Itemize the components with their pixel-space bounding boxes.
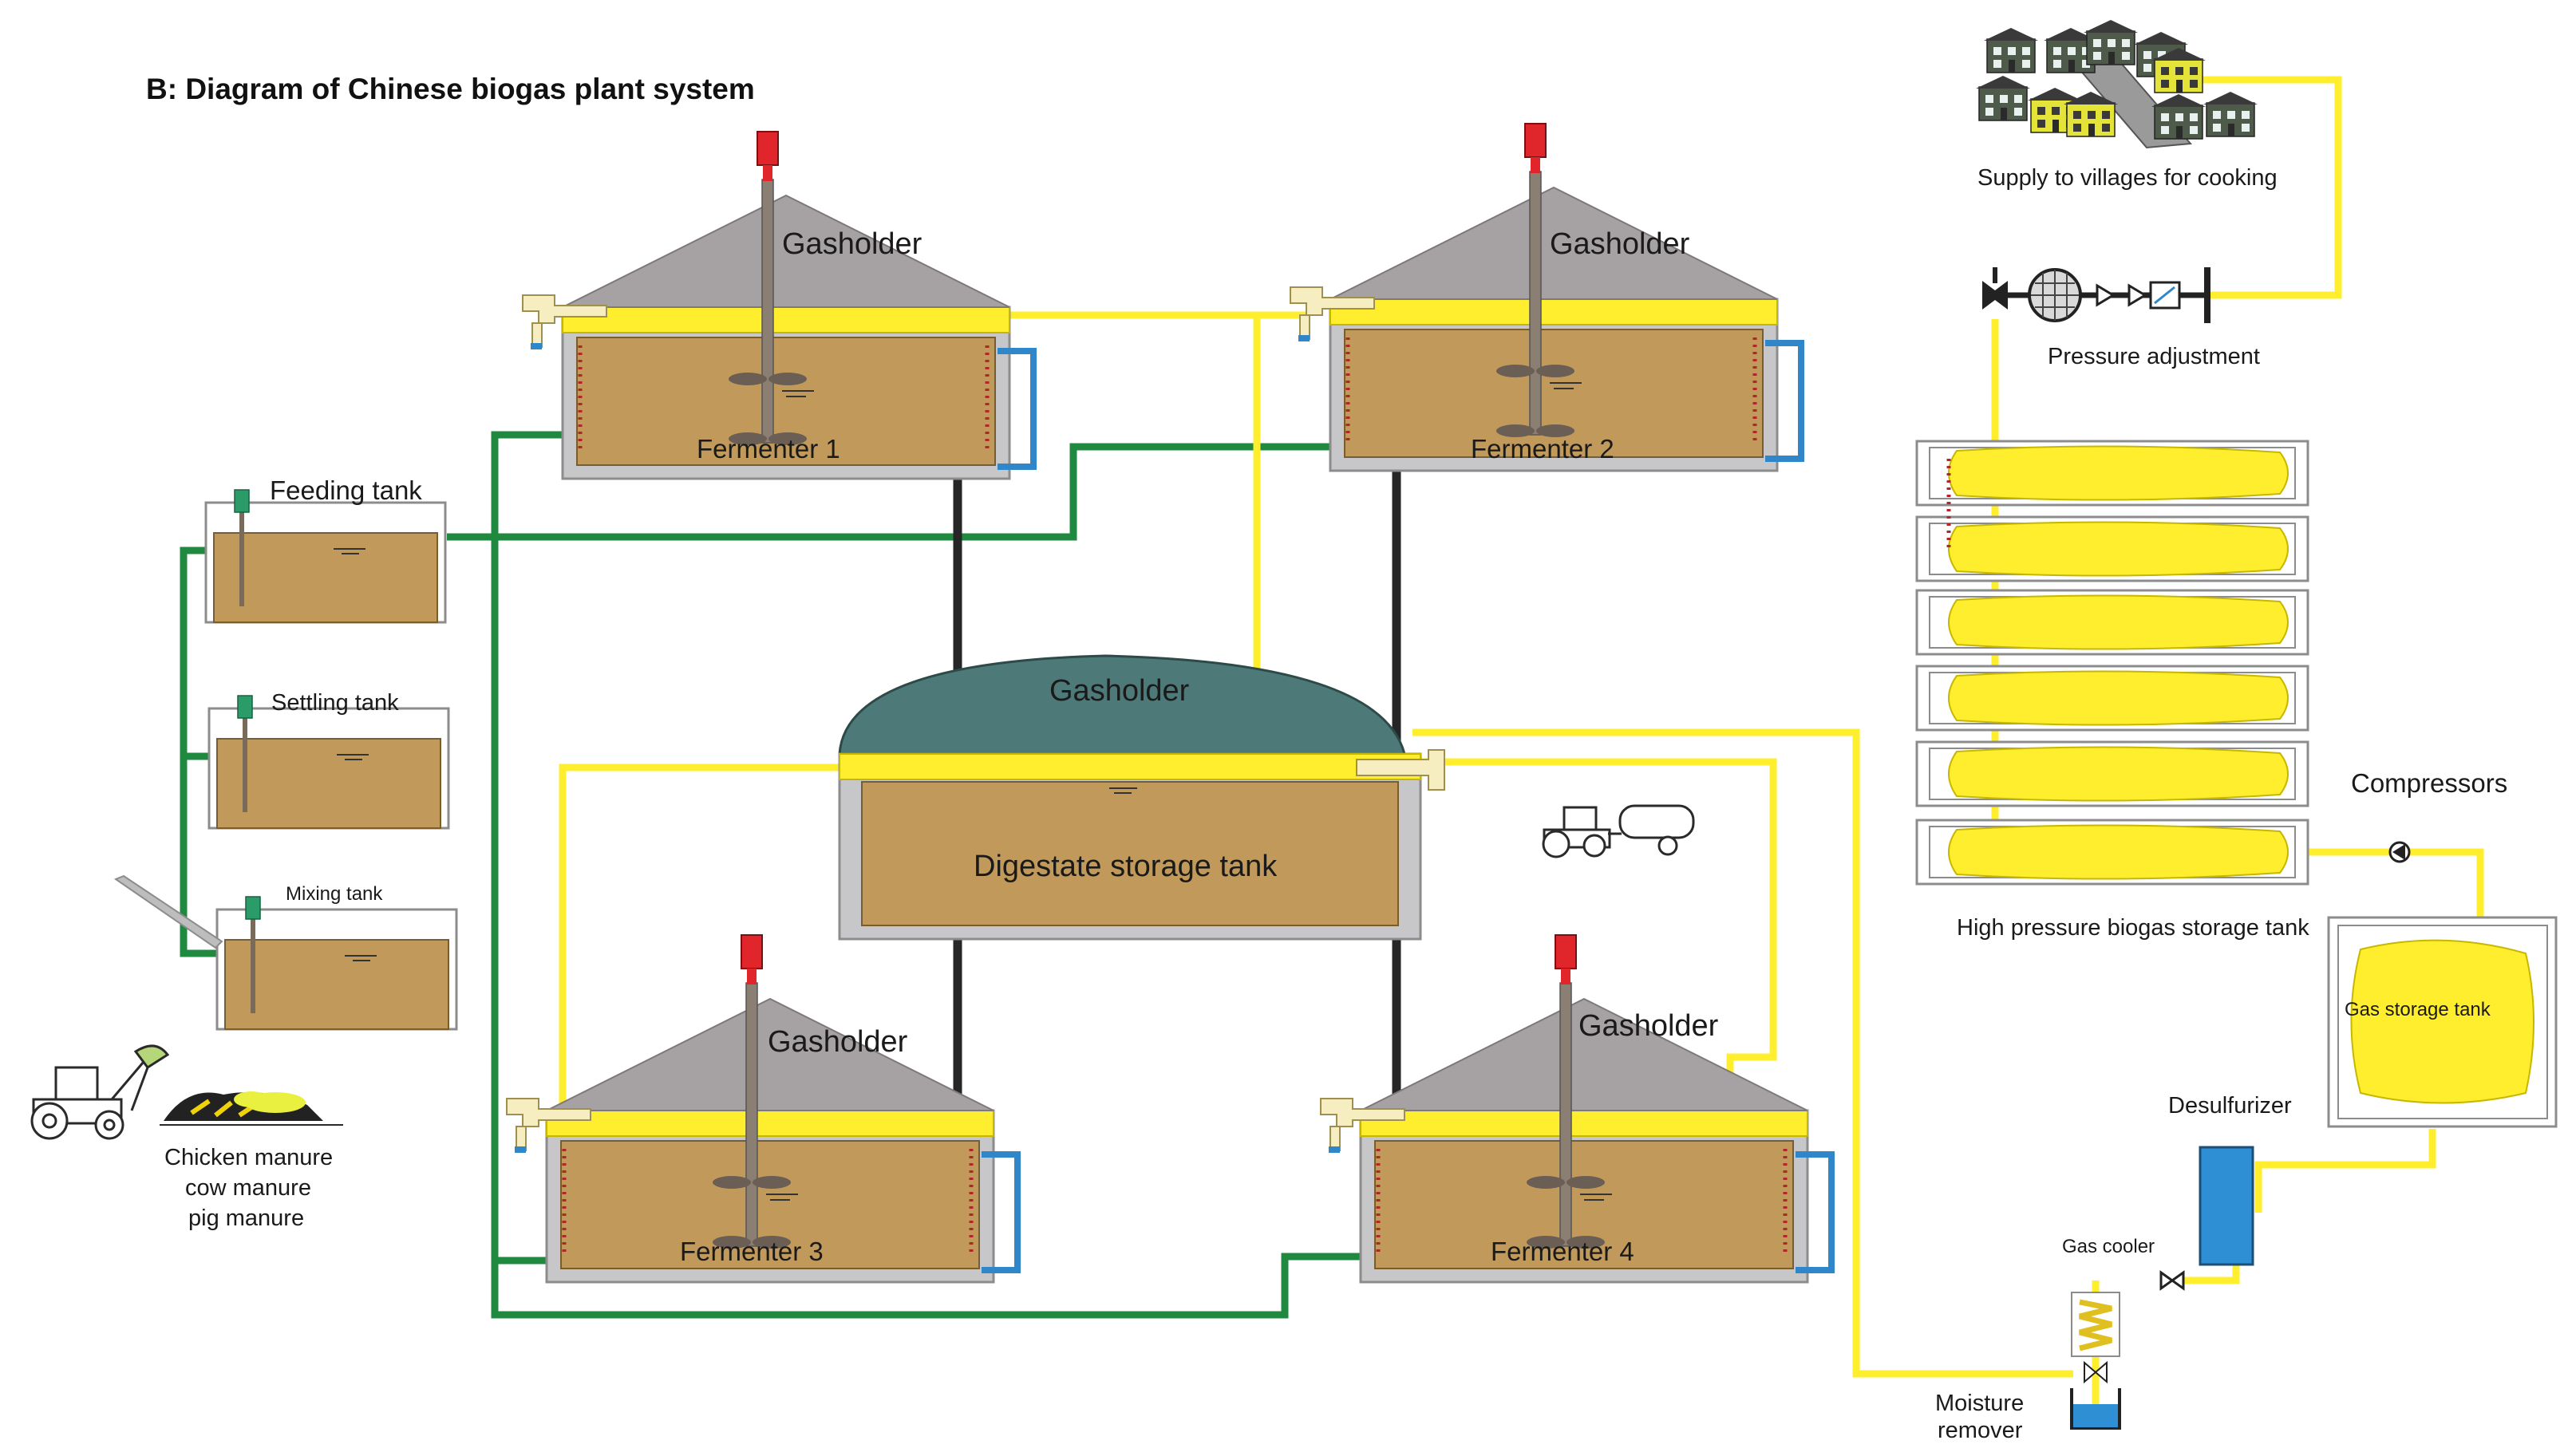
fermenter-1: Gasholder Fermenter 1	[523, 132, 1033, 479]
pressure-adjustment-assembly	[1982, 267, 2210, 323]
manure-label-pig: pig manure	[188, 1205, 304, 1231]
gas-storage-tank-label: Gas storage tank	[2345, 999, 2491, 1020]
fermenter-2-gasholder-label: Gasholder	[1550, 227, 1690, 261]
moisture-remover-label-2: remover	[1938, 1418, 2023, 1443]
digestate-gasholder-label: Gasholder	[1049, 674, 1190, 708]
digestate-storage-tank: Gasholder Digestate storage tank	[838, 654, 1445, 941]
feed-pipes	[180, 431, 1365, 1319]
digestate-storage-label: Digestate storage tank	[974, 850, 1278, 883]
tractor-loader	[30, 1044, 170, 1140]
fermenter-4-label: Fermenter 4	[1491, 1237, 1634, 1266]
high-pressure-storage-tanks	[1915, 440, 2309, 886]
pressure-adjustment-label: Pressure adjustment	[2048, 344, 2260, 369]
fermenter-3-label: Fermenter 3	[680, 1237, 824, 1266]
gas-cooler-valve	[2159, 1270, 2185, 1291]
compressor-symbol	[2388, 841, 2411, 863]
moisture-remover	[2070, 1360, 2121, 1430]
gas-storage-tank: Gas storage tank	[2327, 916, 2558, 1128]
desulfurizer-label: Desulfurizer	[2168, 1093, 2292, 1119]
feeding-tank-label: Feeding tank	[270, 475, 422, 505]
tractor-tanker	[1542, 804, 1695, 858]
mixing-tank-label: Mixing tank	[286, 883, 383, 905]
desulfurizer	[2199, 1146, 2254, 1266]
gas-cooler	[2071, 1292, 2120, 1357]
settling-tank: Settling tank	[207, 690, 450, 830]
village-supply-label: Supply to villages for cooking	[1977, 165, 2278, 191]
manure-label-cow: cow manure	[185, 1175, 311, 1201]
manure-label-chicken: Chicken manure	[164, 1145, 333, 1170]
village-houses	[1975, 19, 2258, 149]
high-pressure-storage-label: High pressure biogas storage tank	[1957, 915, 2309, 941]
diagram-title: B: Diagram of Chinese biogas plant syste…	[146, 73, 755, 105]
gas-cooler-label: Gas cooler	[2062, 1236, 2155, 1257]
fermenter-4-gasholder-label: Gasholder	[1578, 1009, 1719, 1043]
fermenter-2: Gasholder Fermenter 2	[1290, 124, 1801, 471]
moisture-remover-label-1: Moisture	[1935, 1391, 2024, 1416]
compressors-label: Compressors	[2351, 768, 2507, 798]
fermenter-4: Gasholder Fermenter 4	[1321, 935, 1831, 1282]
mixing-tank: Mixing tank	[113, 874, 458, 1031]
fermenter-1-gasholder-label: Gasholder	[782, 227, 923, 261]
fermenter-1-label: Fermenter 1	[697, 434, 840, 464]
fermenter-2-label: Fermenter 2	[1471, 434, 1614, 464]
feeding-tank: Feeding tank	[204, 475, 447, 624]
fermenter-3: Gasholder Fermenter 3	[507, 935, 1017, 1282]
settling-tank-label: Settling tank	[271, 690, 399, 716]
manure-pile	[160, 1091, 343, 1126]
fermenter-3-gasholder-label: Gasholder	[768, 1025, 908, 1059]
manure-labels: Chicken manure cow manure pig manure	[164, 1145, 333, 1231]
